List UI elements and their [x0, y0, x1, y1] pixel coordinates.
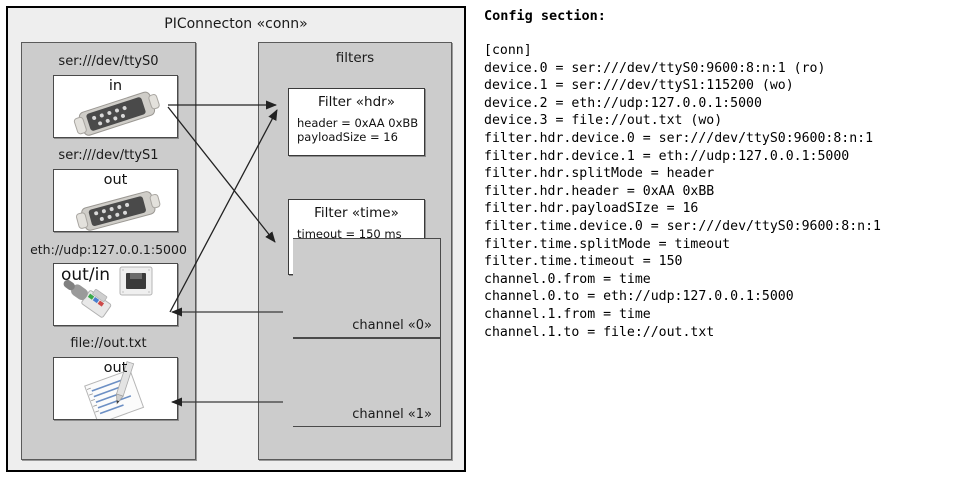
device-file-out[interactable]: out — [53, 357, 178, 420]
filter-time-title: Filter «time» — [314, 205, 399, 221]
config-heading: Config section: — [484, 8, 606, 24]
filters-panel-title: filters — [335, 50, 375, 66]
filters-panel: filters Filter «hdr» header = 0xAA 0xBB … — [258, 42, 452, 460]
device-label-file: file://out.txt — [70, 336, 147, 351]
device-eth-udp[interactable]: out/in — [53, 263, 178, 326]
filter-hdr[interactable]: Filter «hdr» header = 0xAA 0xBB payloadS… — [288, 88, 425, 156]
device-label-eth: eth://udp:127.0.0.1:5000 — [30, 242, 187, 257]
device-label-ttys0: ser:///dev/ttyS0 — [58, 54, 159, 69]
text-file-icon — [84, 361, 145, 419]
component-frame: PIConnecton «conn» ser:///dev/ttyS0 in — [6, 6, 466, 472]
device-mode-label: out — [103, 172, 128, 188]
device-mode-label: in — [108, 78, 123, 94]
device-label-ttys1: ser:///dev/ttyS1 — [58, 148, 159, 163]
serial-port-icon — [75, 191, 161, 231]
filter-time-prop-timeout: timeout = 150 ms — [297, 227, 402, 241]
channel-1[interactable]: channel «1» — [293, 338, 441, 427]
ethernet-port-icon — [63, 266, 153, 318]
device-ttys0[interactable]: in — [53, 75, 178, 138]
filter-hdr-prop-header: header = 0xAA 0xBB — [297, 116, 419, 130]
device-ttys1[interactable]: out — [53, 169, 178, 232]
device-mode-label: out/in — [61, 265, 111, 285]
filter-hdr-props: header = 0xAA 0xBB payloadSize = 16 — [297, 116, 418, 144]
filter-hdr-title: Filter «hdr» — [318, 94, 395, 110]
channel-1-label: channel «1» — [352, 407, 432, 422]
serial-port-icon — [73, 91, 160, 136]
filter-time-props: timeout = 150 ms — [297, 227, 402, 241]
channel-0[interactable]: channel «0» — [293, 238, 441, 338]
filter-hdr-prop-payloadsize: payloadSize = 16 — [297, 130, 398, 144]
config-section: Config section: [conn] device.0 = ser://… — [480, 0, 964, 484]
devices-panel: ser:///dev/ttyS0 in — [21, 42, 196, 460]
device-mode-label: out — [103, 360, 128, 376]
config-text: [conn] device.0 = ser:///dev/ttyS0:9600:… — [484, 43, 881, 340]
channel-0-label: channel «0» — [352, 318, 432, 333]
page-title: PIConnecton «conn» — [164, 16, 308, 32]
